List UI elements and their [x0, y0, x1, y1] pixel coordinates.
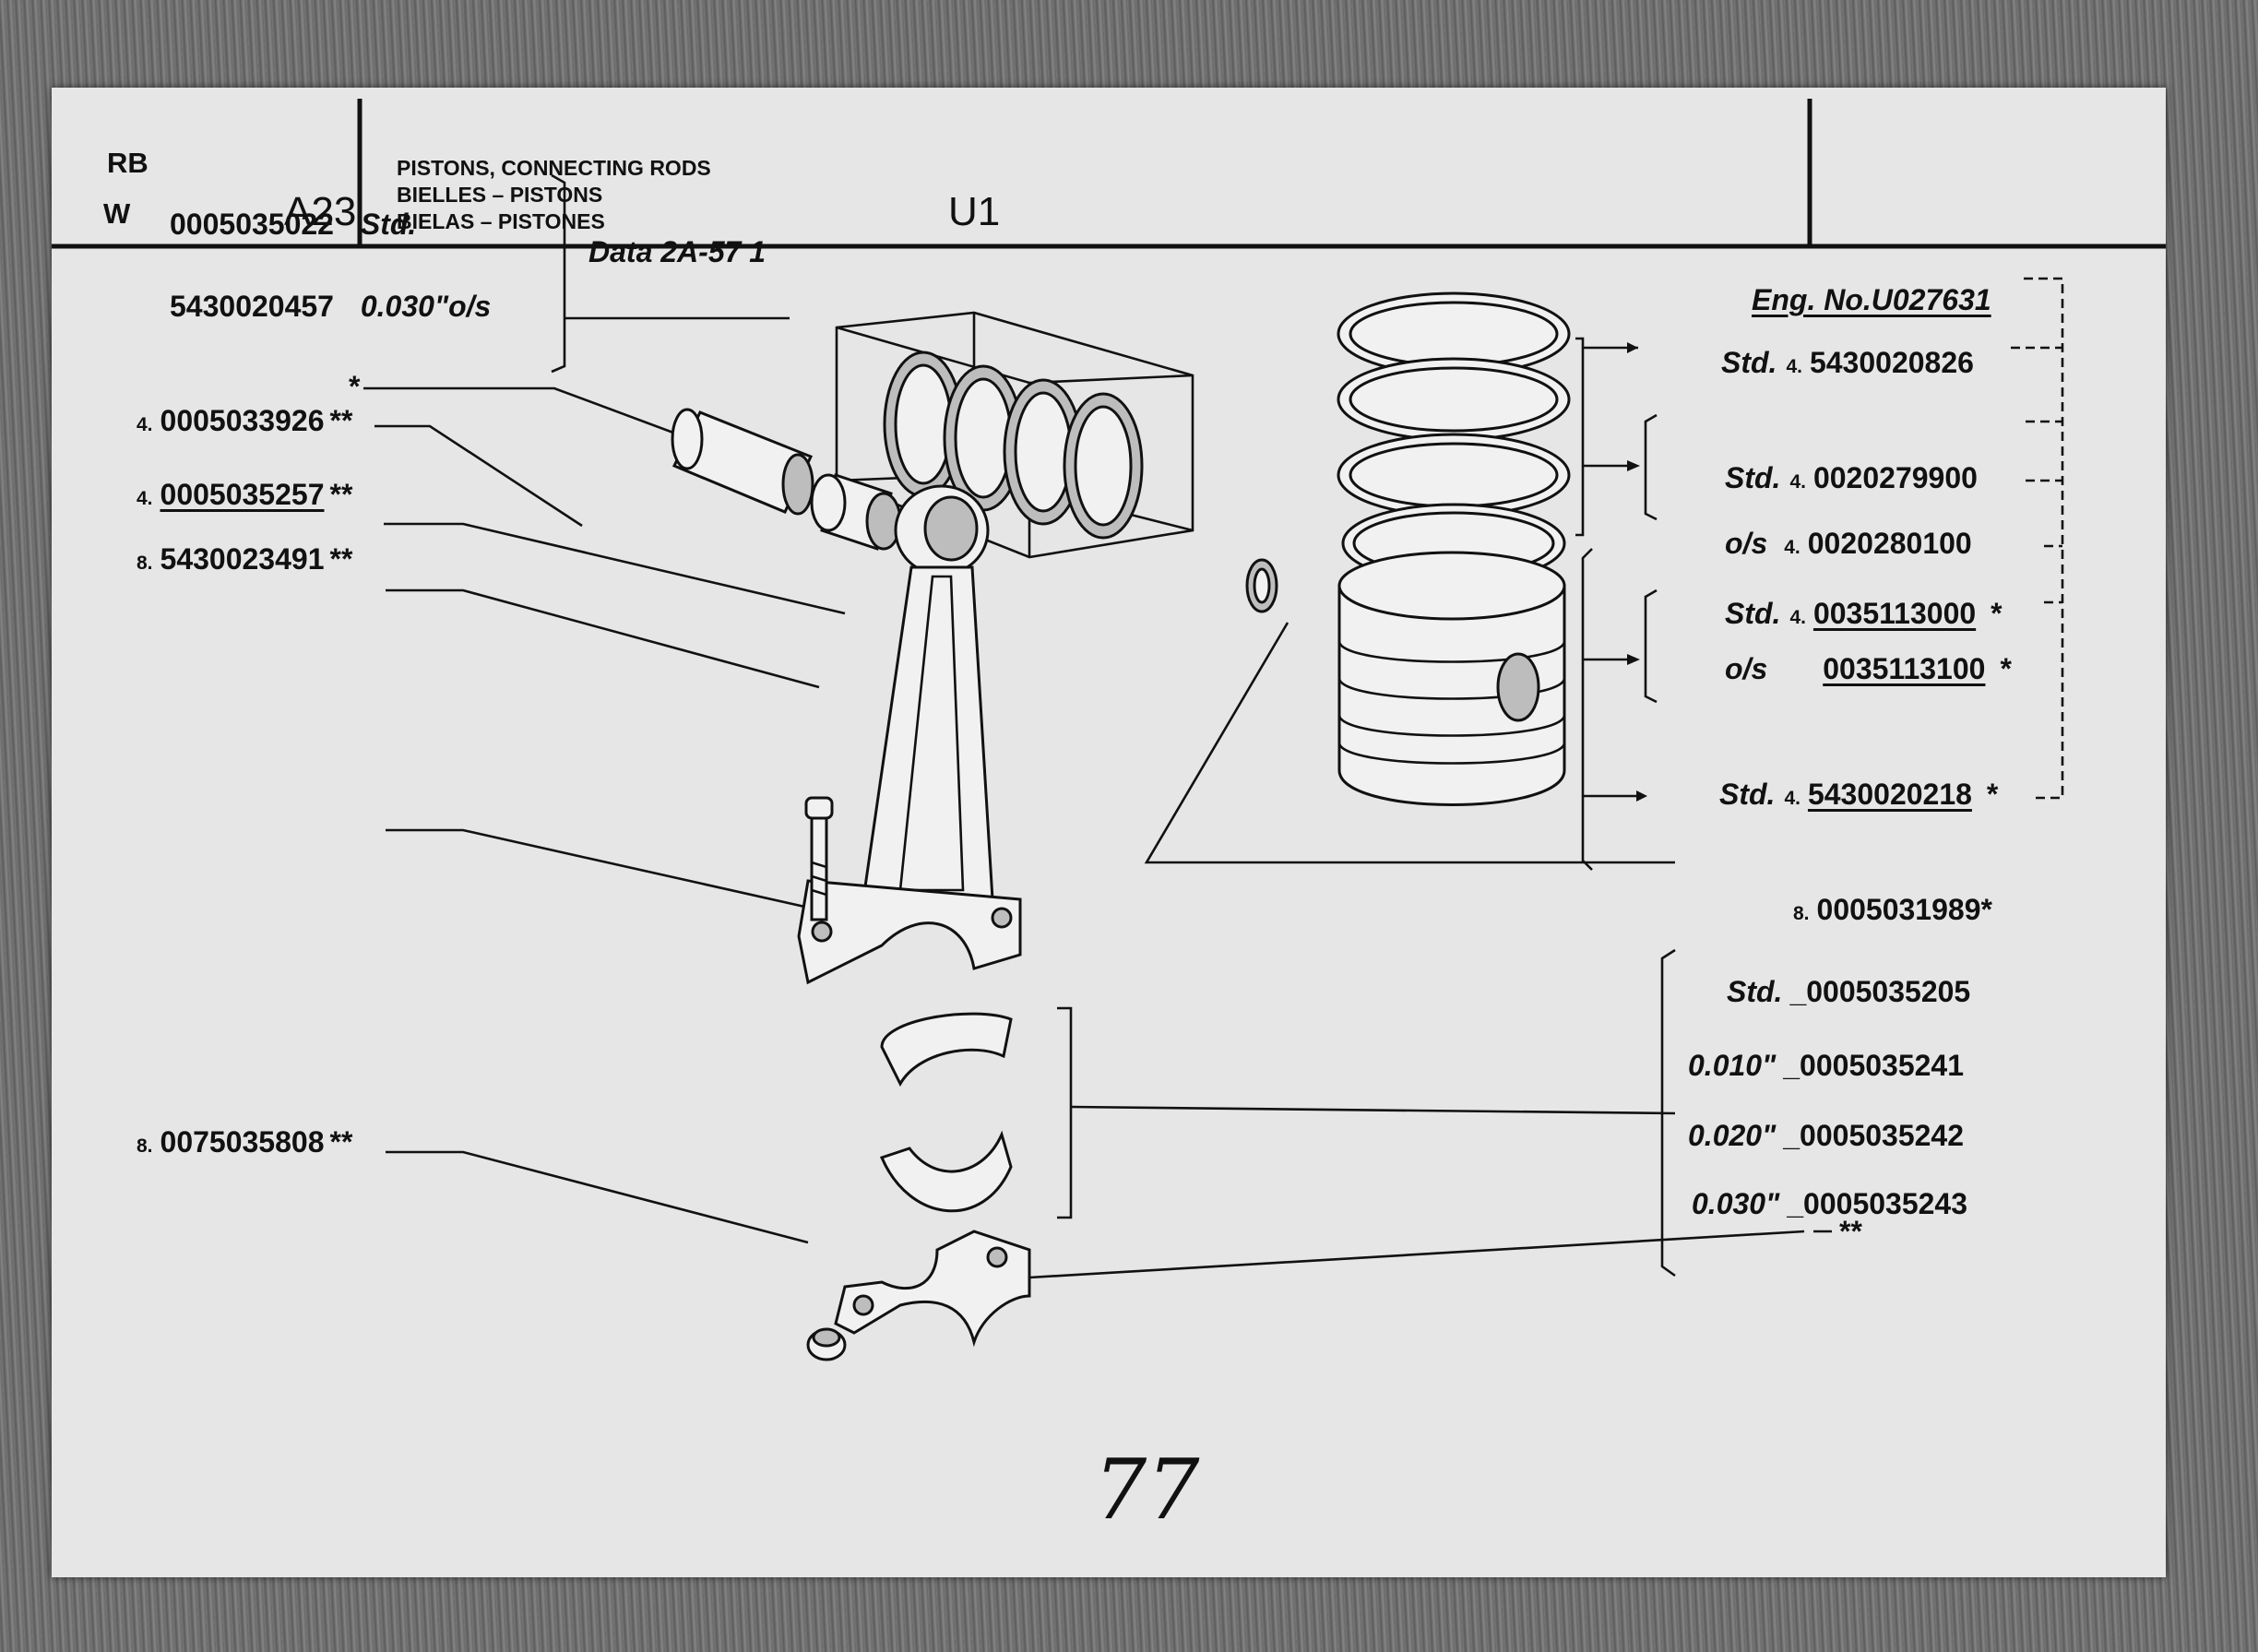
piston-std-label: Std.	[1725, 597, 1781, 630]
nut-part-number: 0075035808	[160, 1125, 325, 1159]
title-line-fr: BIELLES – PISTONS	[397, 183, 603, 207]
wrist-pin	[671, 408, 814, 516]
kit-std-part-number: 0005035022	[170, 208, 334, 241]
piston-os-part-number: 0035113100	[1823, 652, 1986, 685]
header-section: A23	[284, 189, 357, 234]
piston-std-callout: Std. 4. 0035113000 *	[1725, 597, 2002, 631]
bearing-shells	[879, 1006, 1676, 1219]
piston-std-qty: 4.	[1789, 607, 1806, 628]
header-title: PISTONS, CONNECTING RODS BIELLES – PISTO…	[397, 155, 711, 235]
nut-mark: **	[329, 1125, 353, 1159]
kit-os-part-number: 5430020457	[170, 290, 334, 323]
title-line-es: BIELAS – PISTONES	[397, 209, 605, 233]
ring1-label: Std.	[1721, 346, 1777, 379]
small-end-bush	[810, 473, 902, 551]
ring3-label: Std.	[1719, 778, 1776, 811]
bush-mark: **	[329, 404, 353, 437]
bearing-030-part-number: 0005035243	[1803, 1187, 1968, 1220]
kit-std-callout: 0005035022 Std.	[170, 208, 416, 242]
ring2-std-qty: 4.	[1789, 471, 1806, 493]
ring2-std-part-number: 0020279900	[1812, 461, 1978, 494]
ring1-callout: Std. 4. 5430020826	[1721, 346, 1974, 380]
ring2-std-label: Std.	[1725, 461, 1781, 494]
bush-qty: 4.	[137, 414, 153, 435]
bush-callout: 4. 0005033926**	[137, 404, 352, 438]
ring3-callout: Std. 4. 5430020218 *	[1719, 778, 1998, 812]
ring2-os-callout: o/s 4. 0020280100	[1725, 527, 1972, 561]
piston-std-part-number: 0035113000	[1812, 597, 1977, 630]
header-code-top: RB	[107, 147, 149, 179]
bearing-std-callout: Std._0005035205	[1727, 975, 1971, 1008]
data-reference: Data 2A-57 1	[588, 235, 767, 268]
circlip-mark: *	[1980, 893, 1992, 926]
pin-mark: *	[349, 370, 361, 403]
right-brackets	[1575, 337, 1676, 1278]
piston-os-callout: o/s 0035113100 *	[1725, 652, 2012, 686]
bolt-callout: 8. 5430023491**	[137, 542, 352, 576]
page-number: 77	[1094, 1442, 1200, 1539]
ring-kit-box	[835, 311, 1194, 559]
ring1-qty: 4.	[1786, 356, 1802, 377]
bearing-030-callout: 0.030"_0005035243	[1692, 1187, 1968, 1220]
nut-qty: 8.	[137, 1135, 153, 1157]
kit-bracket	[551, 173, 790, 374]
bearing-020-part-number: 0005035242	[1800, 1119, 1965, 1152]
piston-assembly	[1144, 291, 1675, 864]
ring2-std-callout: Std. 4. 0020279900	[1725, 461, 1978, 495]
engine-number: Eng. No.U027631	[1752, 283, 1991, 316]
bearing-std-part-number: 0005035205	[1806, 975, 1971, 1008]
rod-cap	[806, 1230, 1805, 1361]
bearing-std-label: Std.	[1727, 975, 1783, 1008]
eng-no-bracket	[1813, 277, 2064, 1233]
bearing-010-callout: 0.010"_0005035241	[1688, 1049, 1965, 1082]
bolt-part-number: 5430023491	[160, 542, 325, 576]
connecting-rod	[797, 484, 1022, 985]
rod-qty: 4.	[137, 488, 153, 509]
ring3-part-number: 5430020218	[1807, 778, 1972, 811]
kit-std-label: Std.	[360, 208, 417, 241]
bearing-020-label: 0.020"	[1688, 1119, 1777, 1152]
circlip-callout: 8. 0005031989*	[1793, 893, 1992, 927]
circlip-qty: 8.	[1793, 903, 1810, 924]
bush-part-number: 0005033926	[160, 404, 325, 437]
rod-callout: 4. 0005035257**	[137, 478, 352, 512]
ring2-os-part-number: 0020280100	[1807, 527, 1972, 560]
ring2-os-label: o/s	[1725, 527, 1768, 560]
cap-mark: **	[1839, 1215, 1862, 1248]
ring3-mark: *	[1986, 778, 1999, 811]
bearing-020-callout: 0.020"_0005035242	[1688, 1119, 1965, 1152]
piston-os-label: o/s	[1725, 652, 1768, 685]
title-line-en: PISTONS, CONNECTING RODS	[397, 156, 711, 180]
bolt-mark: **	[329, 542, 353, 576]
piston-std-mark: *	[1991, 597, 2002, 630]
bearing-030-label: 0.030"	[1692, 1187, 1780, 1220]
bearing-010-label: 0.010"	[1688, 1049, 1777, 1082]
parts-catalog-page: RB W A23 PISTONS, CONNECTING RODS BIELLE…	[52, 88, 2166, 1577]
header-model: U1	[948, 189, 1001, 234]
nut-callout: 8. 0075035808**	[137, 1125, 352, 1159]
rod-mark: **	[329, 478, 353, 511]
rod-bolt	[804, 796, 834, 921]
bearing-010-part-number: 0005035241	[1800, 1049, 1965, 1082]
ring3-qty: 4.	[1784, 788, 1800, 809]
header-code-bottom: W	[103, 197, 131, 230]
exploded-diagram	[52, 99, 2166, 1361]
rod-part-number: 0005035257	[160, 478, 325, 511]
left-leaders	[363, 386, 855, 1244]
kit-os-label: 0.030"o/s	[360, 290, 492, 323]
ring1-part-number: 5430020826	[1809, 346, 1974, 379]
bolt-qty: 8.	[137, 553, 153, 574]
piston-os-mark: *	[2000, 652, 2012, 685]
kit-os-callout: 5430020457 0.030"o/s	[170, 290, 491, 324]
header-rules	[52, 99, 2166, 249]
circlip-part-number: 0005031989	[1816, 893, 1981, 926]
ring2-os-qty: 4.	[1784, 537, 1800, 558]
